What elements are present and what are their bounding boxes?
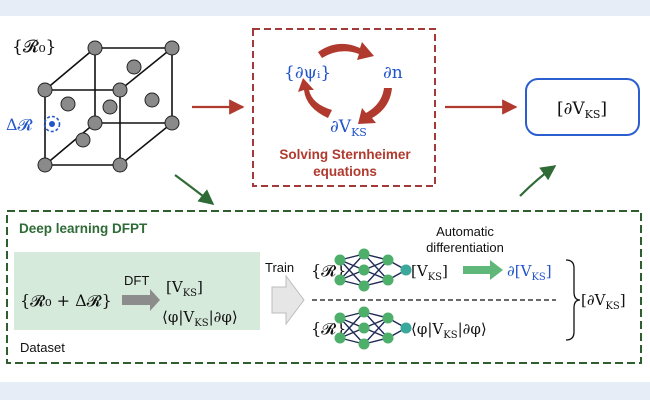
- label-dvks: ∂VKS: [330, 117, 367, 139]
- corner-atom: [37, 157, 53, 173]
- brace-result: [∂VKS]: [581, 291, 626, 312]
- right-brace: [565, 259, 581, 341]
- lattice-cube: [44, 47, 173, 166]
- net-edge: [339, 311, 365, 339]
- train-label: Train: [265, 260, 294, 275]
- net-node: [334, 254, 346, 266]
- net-node: [358, 338, 370, 350]
- auto-diff-arrow: [463, 260, 503, 280]
- net-node: [382, 254, 394, 266]
- net-node: [358, 322, 370, 334]
- net-output-vks: [VKS]: [411, 262, 448, 283]
- net-edge: [363, 311, 389, 339]
- net-node: [334, 274, 346, 286]
- net-edge: [339, 317, 365, 345]
- face-atom: [102, 99, 118, 115]
- train-arrow: [271, 274, 305, 326]
- neural-net-top: [334, 248, 412, 292]
- face-atom: [60, 96, 76, 112]
- dft-label: DFT: [124, 273, 149, 288]
- sternheimer-box: [252, 28, 436, 187]
- net-node: [382, 274, 394, 286]
- face-atom: [144, 92, 160, 108]
- label-delta-R: Δ𝓡: [6, 115, 33, 134]
- corner-atom: [164, 40, 180, 56]
- net-edge: [339, 259, 365, 287]
- net-node: [358, 248, 370, 260]
- dft-vks: [VKS]: [166, 278, 203, 299]
- net-edge: [339, 253, 365, 281]
- face-atom: [75, 132, 91, 148]
- auto-diff-line1: Automatic: [436, 224, 494, 239]
- result-box: [525, 78, 640, 136]
- net-node: [382, 332, 394, 344]
- net-node: [400, 322, 412, 334]
- net-edge: [363, 259, 389, 287]
- label-dn: ∂n: [383, 63, 403, 83]
- net-node: [358, 306, 370, 318]
- deep-dfpt-box: [6, 210, 642, 364]
- deep-dfpt-title: Deep learning DFPT: [19, 221, 148, 236]
- net-output-braket: ⟨φ|VKS|∂φ⟩: [411, 320, 487, 341]
- dataset-label: Dataset: [20, 340, 65, 355]
- net-node: [358, 280, 370, 292]
- corner-atom: [164, 115, 180, 131]
- net-node: [334, 312, 346, 324]
- dataset-expr: {𝓡₀ + Δ𝓡}: [20, 291, 112, 310]
- net-edge: [363, 253, 389, 281]
- dft-arrow: [122, 289, 160, 311]
- arrow-deep-to-result: [519, 165, 557, 197]
- corner-atom: [87, 40, 103, 56]
- dft-braket: ⟨φ|VKS|∂φ⟩: [162, 308, 238, 329]
- neural-net-bottom: [334, 306, 412, 350]
- net-node: [382, 312, 394, 324]
- dataset-panel: [14, 252, 260, 330]
- sternheimer-title-line1: Solving Sternheimer: [279, 147, 411, 162]
- sternheimer-cycle: [298, 42, 392, 124]
- net-node: [358, 264, 370, 276]
- arrow-cube-to-deep: [174, 174, 215, 205]
- label-R0: {𝓡₀}: [12, 37, 56, 57]
- corner-atom: [112, 157, 128, 173]
- lattice-atoms: [37, 40, 180, 173]
- net-node: [400, 264, 412, 276]
- corner-atom: [37, 82, 53, 98]
- displaced-atom: [43, 115, 61, 133]
- result-label: [∂VKS]: [557, 99, 607, 121]
- label-dpsi: {∂ψᵢ}: [284, 63, 331, 83]
- corner-atom: [112, 82, 128, 98]
- derivative-vks: ∂[VKS]: [507, 262, 552, 283]
- sternheimer-title-line2: equations: [313, 164, 377, 179]
- face-atom: [126, 59, 142, 75]
- corner-atom: [87, 115, 103, 131]
- net-edge: [363, 317, 389, 345]
- net-node: [334, 332, 346, 344]
- auto-diff-line2: differentiation: [426, 240, 504, 255]
